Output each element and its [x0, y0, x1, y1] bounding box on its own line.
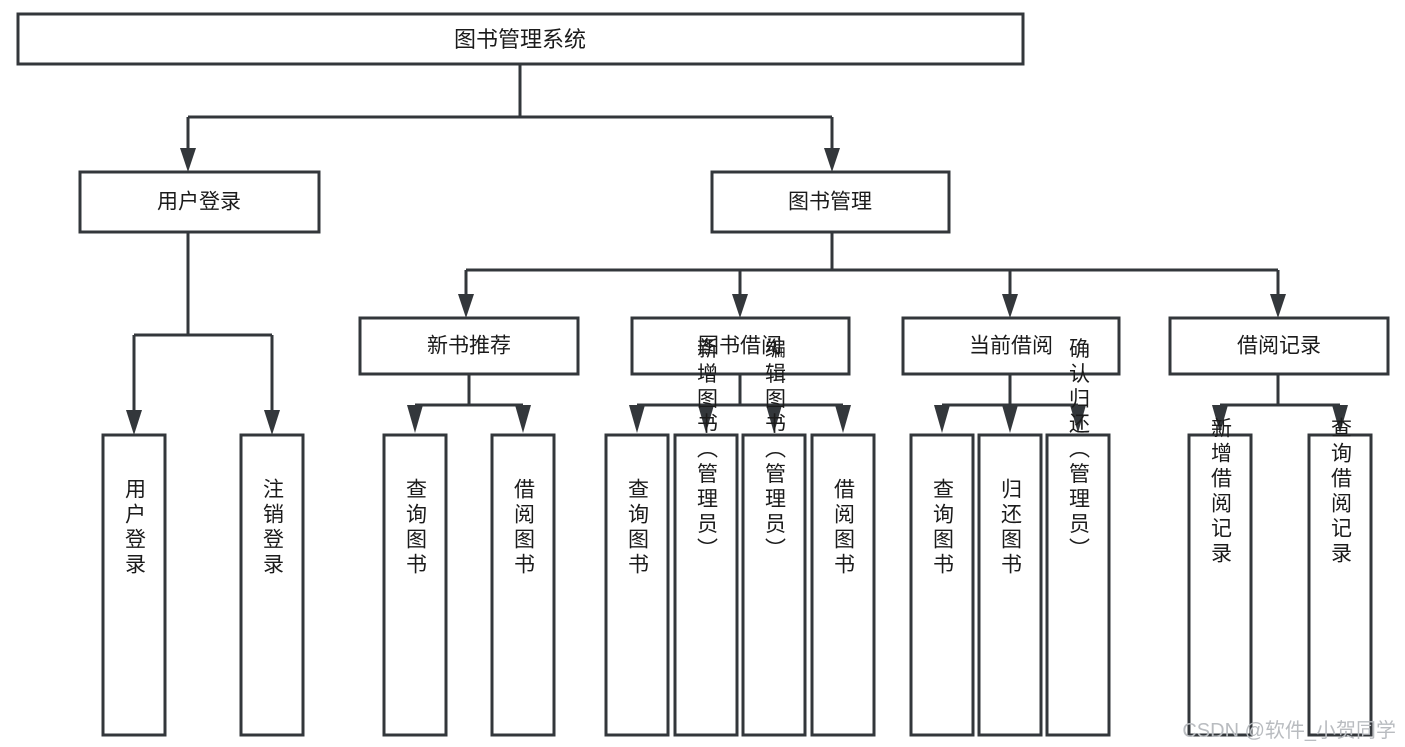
- leaf-current-borrow-2[interactable]: 归还图书: [977, 433, 1043, 737]
- leaf-current-borrow-3-box[interactable]: [1045, 433, 1111, 737]
- node-borrow-record-label: 借阅记录: [1237, 335, 1321, 358]
- leaf-book-borrow-1[interactable]: 查询图书: [604, 433, 670, 737]
- leaf-user-login-1[interactable]: 用户登录: [101, 433, 167, 737]
- node-current-borrow-label: 当前借阅: [969, 335, 1053, 358]
- node-book-manage-box[interactable]: [710, 170, 951, 234]
- node-current-borrow[interactable]: 当前借阅: [901, 316, 1121, 376]
- node-book-borrow-label: 图书借阅: [698, 335, 782, 358]
- node-borrow-record[interactable]: 借阅记录: [1168, 316, 1390, 376]
- leaf-borrow-record-1[interactable]: 新增借阅记录: [1187, 417, 1253, 737]
- leaf-book-borrow-1-box[interactable]: [604, 433, 670, 737]
- leaf-current-borrow-1-label: 查询图书: [931, 478, 955, 578]
- arrow-head-user-login-child-1: [126, 410, 142, 435]
- connector-group-book-borrow: [629, 374, 851, 433]
- connector-group-borrow-record: [1212, 374, 1348, 433]
- leaf-book-borrow-4-label: 借阅图书: [832, 478, 856, 578]
- leaf-current-borrow-1-box[interactable]: [909, 433, 975, 737]
- leaf-new-book-2[interactable]: 借阅图书: [490, 433, 556, 737]
- node-root[interactable]: 图书管理系统: [16, 12, 1025, 66]
- node-user-login[interactable]: 用户登录: [78, 170, 321, 234]
- leaf-book-borrow-4-box[interactable]: [810, 433, 876, 737]
- leaf-borrow-record-2-box[interactable]: [1307, 433, 1373, 737]
- arrow-head-borrow-record-child-2: [1332, 405, 1348, 433]
- arrow-head-new-book-child-2: [515, 405, 531, 433]
- leaf-new-book-2-label: 借阅图书: [512, 478, 536, 578]
- leaf-current-borrow-2-label: 归还图书: [999, 478, 1023, 578]
- leaf-book-borrow-2[interactable]: 新增图书（管理员）: [673, 338, 739, 737]
- leaf-user-login-2-box[interactable]: [239, 433, 305, 737]
- node-book-manage[interactable]: 图书管理: [710, 170, 951, 234]
- leaf-user-login-2-label: 注销登录: [261, 478, 285, 578]
- connector-group-current-borrow: [934, 374, 1086, 433]
- node-root-box[interactable]: [16, 12, 1025, 66]
- node-new-book-recommend-box[interactable]: [358, 316, 580, 376]
- connector-group-root: [180, 64, 840, 172]
- leaf-borrow-record-1-box[interactable]: [1187, 433, 1253, 737]
- arrow-head-book-borrow-child-3: [766, 405, 782, 433]
- leaf-book-borrow-3-label: 编辑图书（管理员）: [763, 338, 787, 563]
- leaf-user-login-1-label: 用户登录: [123, 478, 147, 578]
- arrow-head-book-manage: [824, 148, 840, 172]
- node-current-borrow-box[interactable]: [901, 316, 1121, 376]
- node-user-login-box[interactable]: [78, 170, 321, 234]
- leaf-book-borrow-3-box[interactable]: [741, 433, 807, 737]
- node-new-book-recommend[interactable]: 新书推荐: [358, 316, 580, 376]
- arrow-head-book-borrow-child-1: [629, 405, 645, 433]
- arrow-head-user-login: [180, 148, 196, 172]
- node-user-login-label: 用户登录: [157, 191, 241, 214]
- leaf-borrow-record-2[interactable]: 查询借阅记录: [1307, 417, 1373, 737]
- arrow-head-borrow-record-child-1: [1212, 405, 1228, 433]
- leaf-current-borrow-1[interactable]: 查询图书: [909, 433, 975, 737]
- arrow-head-book-borrow-child-2: [698, 405, 714, 433]
- leaf-current-borrow-3[interactable]: 确认归还（管理员）: [1045, 338, 1111, 737]
- connector-group-user-login: [126, 232, 280, 435]
- watermark-text: CSDN @软件_小贺同学: [1182, 719, 1396, 742]
- leaf-borrow-record-1-label: 新增借阅记录: [1209, 417, 1233, 567]
- arrow-head-new-book-child-1: [407, 405, 423, 433]
- leaf-book-borrow-3[interactable]: 编辑图书（管理员）: [741, 338, 807, 737]
- node-book-manage-label: 图书管理: [788, 191, 872, 214]
- node-book-borrow-box[interactable]: [630, 316, 851, 376]
- arrow-head-borrow-record: [1270, 294, 1286, 318]
- arrow-head-current-borrow-child-1: [934, 405, 950, 433]
- leaf-new-book-1-label: 查询图书: [404, 478, 428, 578]
- arrow-head-current-borrow-child-3: [1070, 405, 1086, 433]
- node-book-borrow[interactable]: 图书借阅: [630, 316, 851, 376]
- arrow-head-new-book: [458, 294, 474, 318]
- leaf-current-borrow-2-box[interactable]: [977, 433, 1043, 737]
- leaf-borrow-record-2-label: 查询借阅记录: [1329, 417, 1353, 567]
- leaf-book-borrow-4[interactable]: 借阅图书: [810, 433, 876, 737]
- leaf-user-login-2[interactable]: 注销登录: [239, 433, 305, 737]
- leaf-book-borrow-2-label: 新增图书（管理员）: [695, 338, 719, 563]
- leaf-book-borrow-2-box[interactable]: [673, 433, 739, 737]
- leaf-new-book-2-box[interactable]: [490, 433, 556, 737]
- arrow-head-user-login-child-2: [264, 410, 280, 435]
- leaf-book-borrow-1-label: 查询图书: [626, 478, 650, 578]
- node-new-book-recommend-label: 新书推荐: [427, 335, 511, 358]
- leaf-current-borrow-3-label: 确认归还（管理员）: [1067, 338, 1091, 563]
- connector-group-new-book: [407, 374, 531, 433]
- leaf-user-login-1-box[interactable]: [101, 433, 167, 737]
- arrow-head-current-borrow-child-2: [1002, 405, 1018, 433]
- leaf-new-book-1-box[interactable]: [382, 433, 448, 737]
- node-root-label: 图书管理系统: [454, 27, 586, 52]
- arrow-head-current-borrow: [1002, 294, 1018, 318]
- arrow-head-book-borrow: [732, 294, 748, 318]
- arrow-head-book-borrow-child-4: [835, 405, 851, 433]
- connector-group-book-manage: [458, 232, 1286, 318]
- leaf-new-book-1[interactable]: 查询图书: [382, 433, 448, 737]
- node-borrow-record-box[interactable]: [1168, 316, 1390, 376]
